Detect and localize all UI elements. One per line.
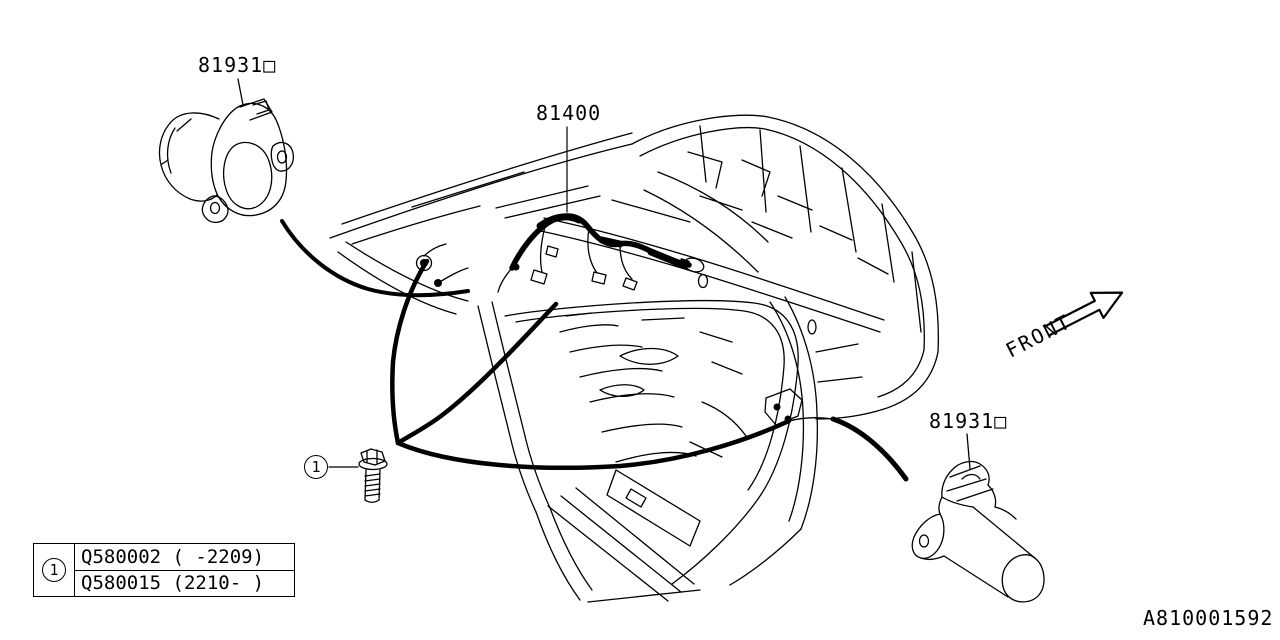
legend-callout-number: 1 <box>49 561 59 579</box>
part-81931-front-drawing <box>158 78 295 224</box>
legend-row-1: Q580002 ( -2209) <box>81 545 265 568</box>
wiring-harness-drawing <box>415 126 709 293</box>
bolt-drawing <box>328 448 388 503</box>
legend-rows: Q580002 ( -2209) Q580015 (2210- ) <box>75 544 294 596</box>
car-body-line-art <box>329 114 939 603</box>
part-rear-leader-line <box>966 433 971 470</box>
front-direction-arrow <box>1044 291 1124 337</box>
harness-connector-dots <box>420 258 690 287</box>
legend-callout-balloon: 1 <box>42 558 66 582</box>
part-front-leader-line <box>237 78 244 106</box>
legend-table: 1 Q580002 ( -2209) Q580015 (2210- ) <box>33 543 295 597</box>
part-number-label-81931-rear: 81931□ <box>929 409 1008 433</box>
figure-code: A810001592 <box>1143 606 1274 630</box>
part-81931-rear-drawing <box>911 433 1045 603</box>
pointer-curves <box>280 219 909 482</box>
legend-callout-cell: 1 <box>34 544 75 596</box>
part-number-label-81400: 81400 <box>536 101 602 125</box>
callout-balloon-1: 1 <box>304 455 328 479</box>
legend-row-2: Q580015 (2210- ) <box>75 569 294 597</box>
callout-number: 1 <box>311 458 321 476</box>
part-number-label-81931-front: 81931□ <box>198 53 277 77</box>
